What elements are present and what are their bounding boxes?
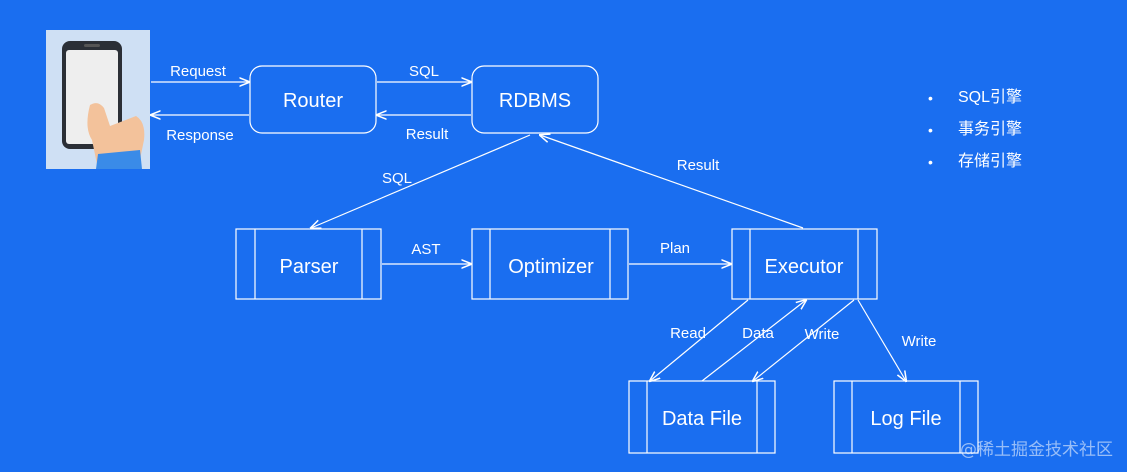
engine-item: •事务引擎 xyxy=(928,114,1022,146)
executor-label: Executor xyxy=(765,256,844,278)
write-log-arrow xyxy=(857,299,906,381)
log-file-node: Log File xyxy=(833,380,979,454)
engine-item: •存储引擎 xyxy=(928,146,1022,178)
optimizer-label: Optimizer xyxy=(508,256,594,278)
engine-item: •SQL引擎 xyxy=(928,82,1022,114)
watermark: @稀土掘金技术社区 xyxy=(960,440,1113,460)
response-label: Response xyxy=(166,127,234,144)
parser-label: Parser xyxy=(280,256,339,278)
result-executor-rdbms-label: Result xyxy=(677,157,720,174)
data-label: Data xyxy=(742,325,774,342)
engine-list: •SQL引擎 •事务引擎 •存储引擎 xyxy=(928,82,1022,178)
router-node: Router xyxy=(249,65,377,134)
write-log-label: Write xyxy=(902,333,937,350)
engine-item-label: 事务引擎 xyxy=(958,121,1023,138)
sql-router-rdbms-label: SQL xyxy=(409,63,439,80)
write-data-arrow xyxy=(753,299,855,381)
read-label: Read xyxy=(670,325,706,342)
sql-rdbms-parser-arrow xyxy=(311,134,531,228)
parser-node: Parser xyxy=(235,228,382,300)
result-rdbms-router-label: Result xyxy=(406,126,449,143)
result-executor-rdbms-arrow xyxy=(540,135,804,229)
optimizer-node: Optimizer xyxy=(471,228,629,300)
request-label: Request xyxy=(170,63,227,80)
hand-holding-phone-icon xyxy=(46,30,150,169)
executor-node: Executor xyxy=(731,228,878,300)
router-label: Router xyxy=(283,90,343,112)
sql-rdbms-parser-label: SQL xyxy=(382,170,412,187)
write-data-label: Write xyxy=(805,326,840,343)
data-file-node: Data File xyxy=(628,380,776,454)
rdbms-node: RDBMS xyxy=(471,65,599,134)
engine-item-label: 存储引擎 xyxy=(958,153,1023,170)
plan-label: Plan xyxy=(660,240,690,257)
data-arrow xyxy=(701,300,806,382)
engine-item-label: SQL引擎 xyxy=(958,89,1023,106)
log-file-label: Log File xyxy=(870,408,941,430)
read-arrow xyxy=(650,299,749,381)
data-file-label: Data File xyxy=(662,408,742,430)
ast-label: AST xyxy=(411,241,440,258)
rdbms-label: RDBMS xyxy=(499,90,571,112)
